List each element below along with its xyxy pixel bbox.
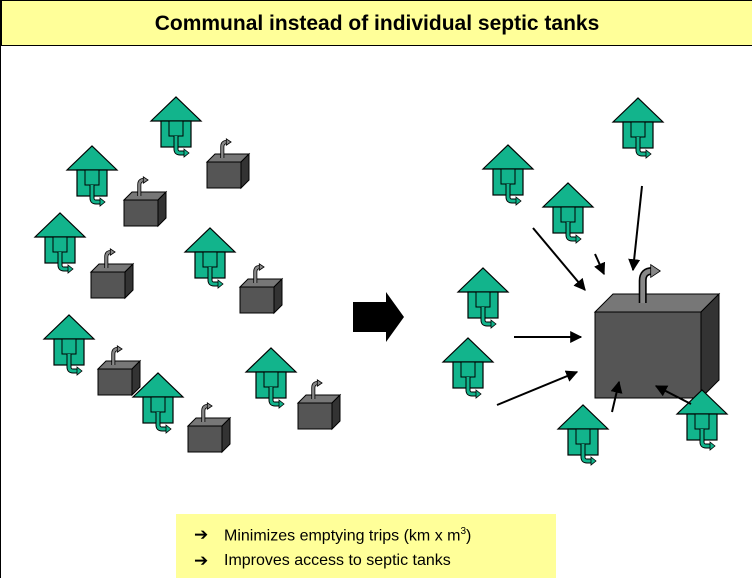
house-icon — [541, 182, 595, 244]
house-icon — [183, 227, 237, 289]
house-icon — [441, 337, 495, 399]
septic-tank-icon — [122, 176, 168, 228]
house-icon — [244, 347, 298, 409]
bullet-arrow-icon: ➔ — [194, 551, 209, 570]
flow-arrow — [532, 227, 586, 291]
right-arrow-icon — [353, 292, 404, 342]
house-icon — [481, 144, 535, 206]
bullet-text: Minimizes emptying trips (km x m — [224, 527, 461, 545]
septic-tank-icon — [89, 248, 135, 300]
bullet-suffix: ) — [466, 527, 472, 545]
flow-arrow — [654, 385, 692, 405]
bullet-arrow-icon: ➔ — [194, 525, 209, 544]
house-icon — [556, 404, 610, 466]
septic-tank-icon — [96, 345, 142, 397]
house-icon — [33, 212, 87, 274]
house-icon — [131, 372, 185, 434]
flow-arrow — [628, 185, 643, 272]
septic-tank-icon — [296, 379, 342, 431]
communal-tank-group — [441, 97, 729, 466]
flow-arrow — [610, 380, 623, 413]
septic-tank-icon — [186, 402, 232, 454]
flow-arrow — [496, 370, 579, 406]
flow-arrow — [594, 253, 606, 276]
title-bar: Communal instead of individual septic ta… — [1, 0, 752, 46]
slide-title: Communal instead of individual septic ta… — [154, 12, 600, 35]
house-icon — [456, 267, 510, 329]
bullet-box: ➔ Minimizes emptying trips (km x m3) ➔ I… — [176, 514, 556, 578]
house-icon — [675, 389, 729, 451]
septic-tank-icon — [205, 138, 251, 190]
septic-tank-icon — [593, 263, 721, 400]
individual-tanks-group — [33, 96, 342, 454]
house-icon — [611, 97, 665, 159]
house-icon — [42, 314, 96, 376]
house-icon — [65, 145, 119, 207]
bullet-text: Improves access to septic tanks — [224, 552, 451, 569]
septic-tank-icon — [238, 263, 284, 315]
house-icon — [149, 96, 203, 158]
bullet-superscript: 3 — [460, 526, 467, 537]
